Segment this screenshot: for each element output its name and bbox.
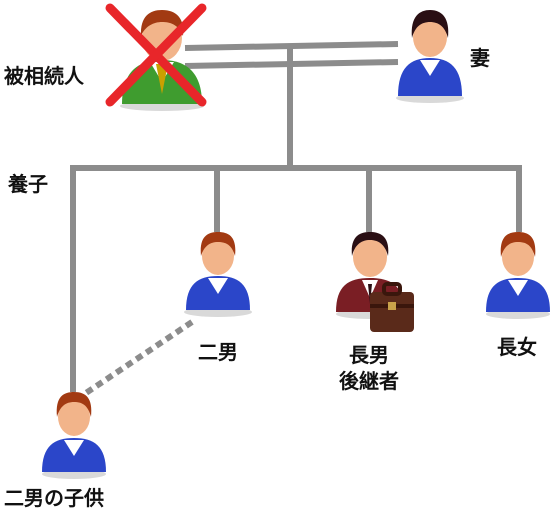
person-blue-icon	[42, 392, 106, 479]
grandchild-label: 二男の子供	[4, 486, 104, 510]
second-son-person	[180, 228, 256, 318]
eldest-son-label-line2: 後継者	[339, 369, 399, 393]
person-blue-icon	[184, 232, 252, 317]
eldest-son-person	[330, 228, 420, 338]
eldest-son-label-line1: 長男	[349, 343, 389, 367]
person-blue-icon	[396, 10, 464, 103]
dotted-parent-link	[84, 319, 194, 396]
deceased-person	[105, 2, 212, 112]
eldest-daughter-label: 長女	[497, 335, 537, 359]
deceased-label: 被相続人	[4, 64, 84, 88]
person-blue-icon	[486, 232, 550, 319]
wife-person	[392, 4, 468, 104]
second-son-label: 二男	[198, 340, 238, 364]
cross-mark-icon	[105, 3, 207, 107]
eldest-daughter-person	[480, 228, 550, 320]
adoption-label: 養子	[8, 172, 48, 196]
wife-label: 妻	[470, 46, 490, 70]
grandchild-person	[36, 388, 112, 480]
businessman-with-briefcase-icon	[336, 232, 414, 332]
